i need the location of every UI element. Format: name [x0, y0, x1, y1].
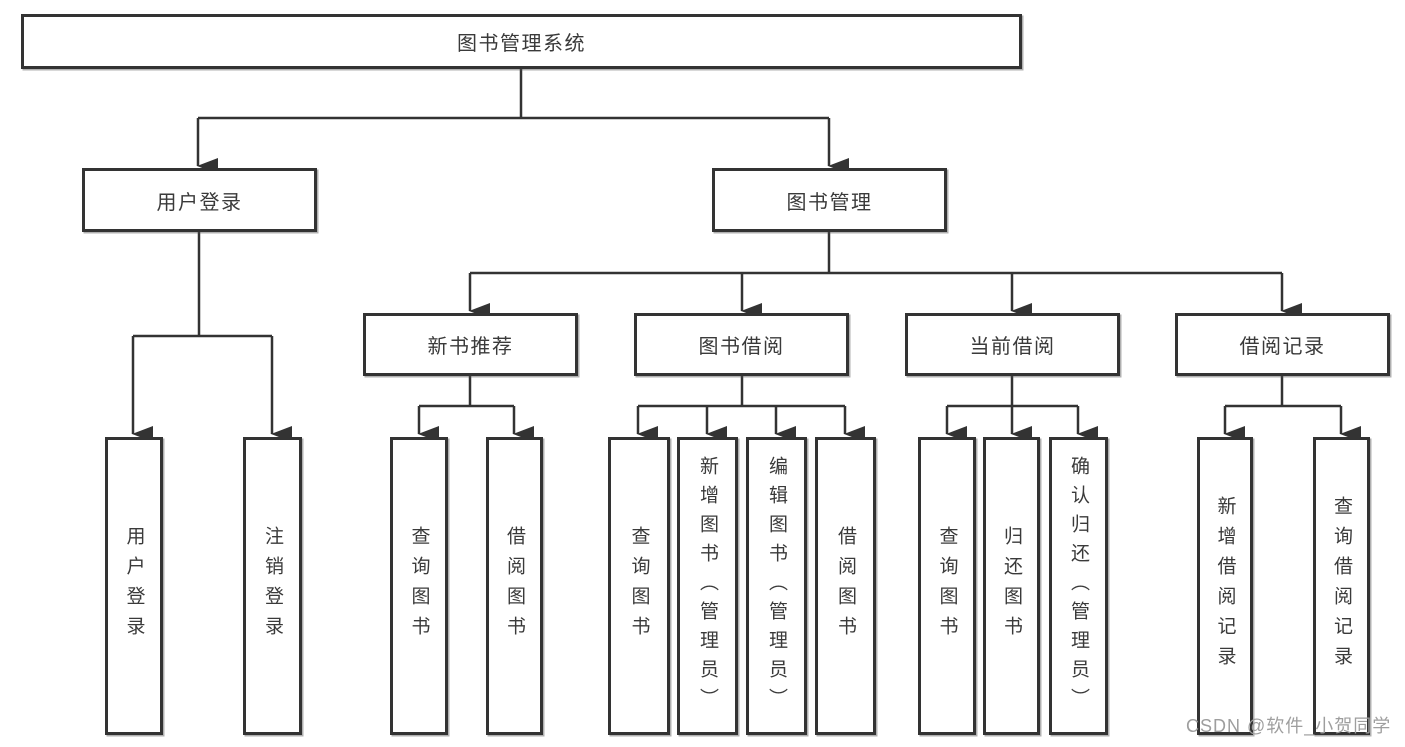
node-root-label: 图书管理系统: [457, 33, 586, 55]
leaf-return-books: 归还图书: [983, 437, 1040, 735]
leaf-return-books-label: 归还图书: [1001, 526, 1022, 646]
node-borrow-records-label: 借阅记录: [1239, 336, 1326, 358]
leaf-borrow-query-books-label: 查询图书: [628, 526, 650, 646]
leaf-add-borrow-record-label: 新增借阅记录: [1214, 496, 1236, 676]
node-book-management: 图书管理: [712, 168, 947, 232]
leaf-borrow-borrow-books: 借阅图书: [815, 437, 876, 735]
leaf-add-books-admin-label: 新增图书（管理员）: [697, 455, 718, 717]
leaf-edit-books-admin: 编辑图书（管理员）: [746, 437, 807, 735]
leaf-current-query-books: 查询图书: [918, 437, 976, 735]
watermark: CSDN @软件_小贺同学: [1186, 716, 1392, 736]
leaf-user-login-label: 用户登录: [123, 526, 145, 646]
node-new-book-recommend-label: 新书推荐: [427, 336, 514, 358]
leaf-borrow-query-books: 查询图书: [608, 437, 670, 735]
leaf-borrow-borrow-books-label: 借阅图书: [835, 526, 856, 646]
node-book-borrow: 图书借阅: [634, 313, 849, 376]
node-current-borrow-label: 当前借阅: [969, 336, 1056, 358]
leaf-edit-books-admin-label: 编辑图书（管理员）: [766, 455, 787, 717]
leaf-newbook-query-books-label: 查询图书: [408, 526, 430, 646]
leaf-logout: 注销登录: [243, 437, 302, 735]
leaf-newbook-borrow-books: 借阅图书: [486, 437, 543, 735]
node-user-login: 用户登录: [82, 168, 317, 232]
leaf-add-books-admin: 新增图书（管理员）: [677, 437, 738, 735]
leaf-user-login: 用户登录: [105, 437, 163, 735]
node-book-borrow-label: 图书借阅: [698, 336, 785, 358]
node-borrow-records: 借阅记录: [1175, 313, 1390, 376]
node-root-system: 图书管理系统: [21, 14, 1022, 69]
leaf-confirm-return-admin: 确认归还（管理员）: [1049, 437, 1108, 735]
node-new-book-recommend: 新书推荐: [363, 313, 578, 376]
node-current-borrow: 当前借阅: [905, 313, 1120, 376]
leaf-confirm-return-admin-label: 确认归还（管理员）: [1068, 455, 1089, 717]
leaf-newbook-borrow-books-label: 借阅图书: [504, 526, 525, 646]
node-book-management-label: 图书管理: [786, 191, 873, 214]
leaf-newbook-query-books: 查询图书: [390, 437, 448, 735]
leaf-logout-label: 注销登录: [262, 526, 283, 646]
node-user-login-label: 用户登录: [156, 191, 243, 214]
leaf-query-borrow-record-label: 查询借阅记录: [1331, 496, 1352, 676]
leaf-query-borrow-record: 查询借阅记录: [1313, 437, 1370, 735]
leaf-add-borrow-record: 新增借阅记录: [1197, 437, 1253, 735]
leaf-current-query-books-label: 查询图书: [936, 526, 958, 646]
